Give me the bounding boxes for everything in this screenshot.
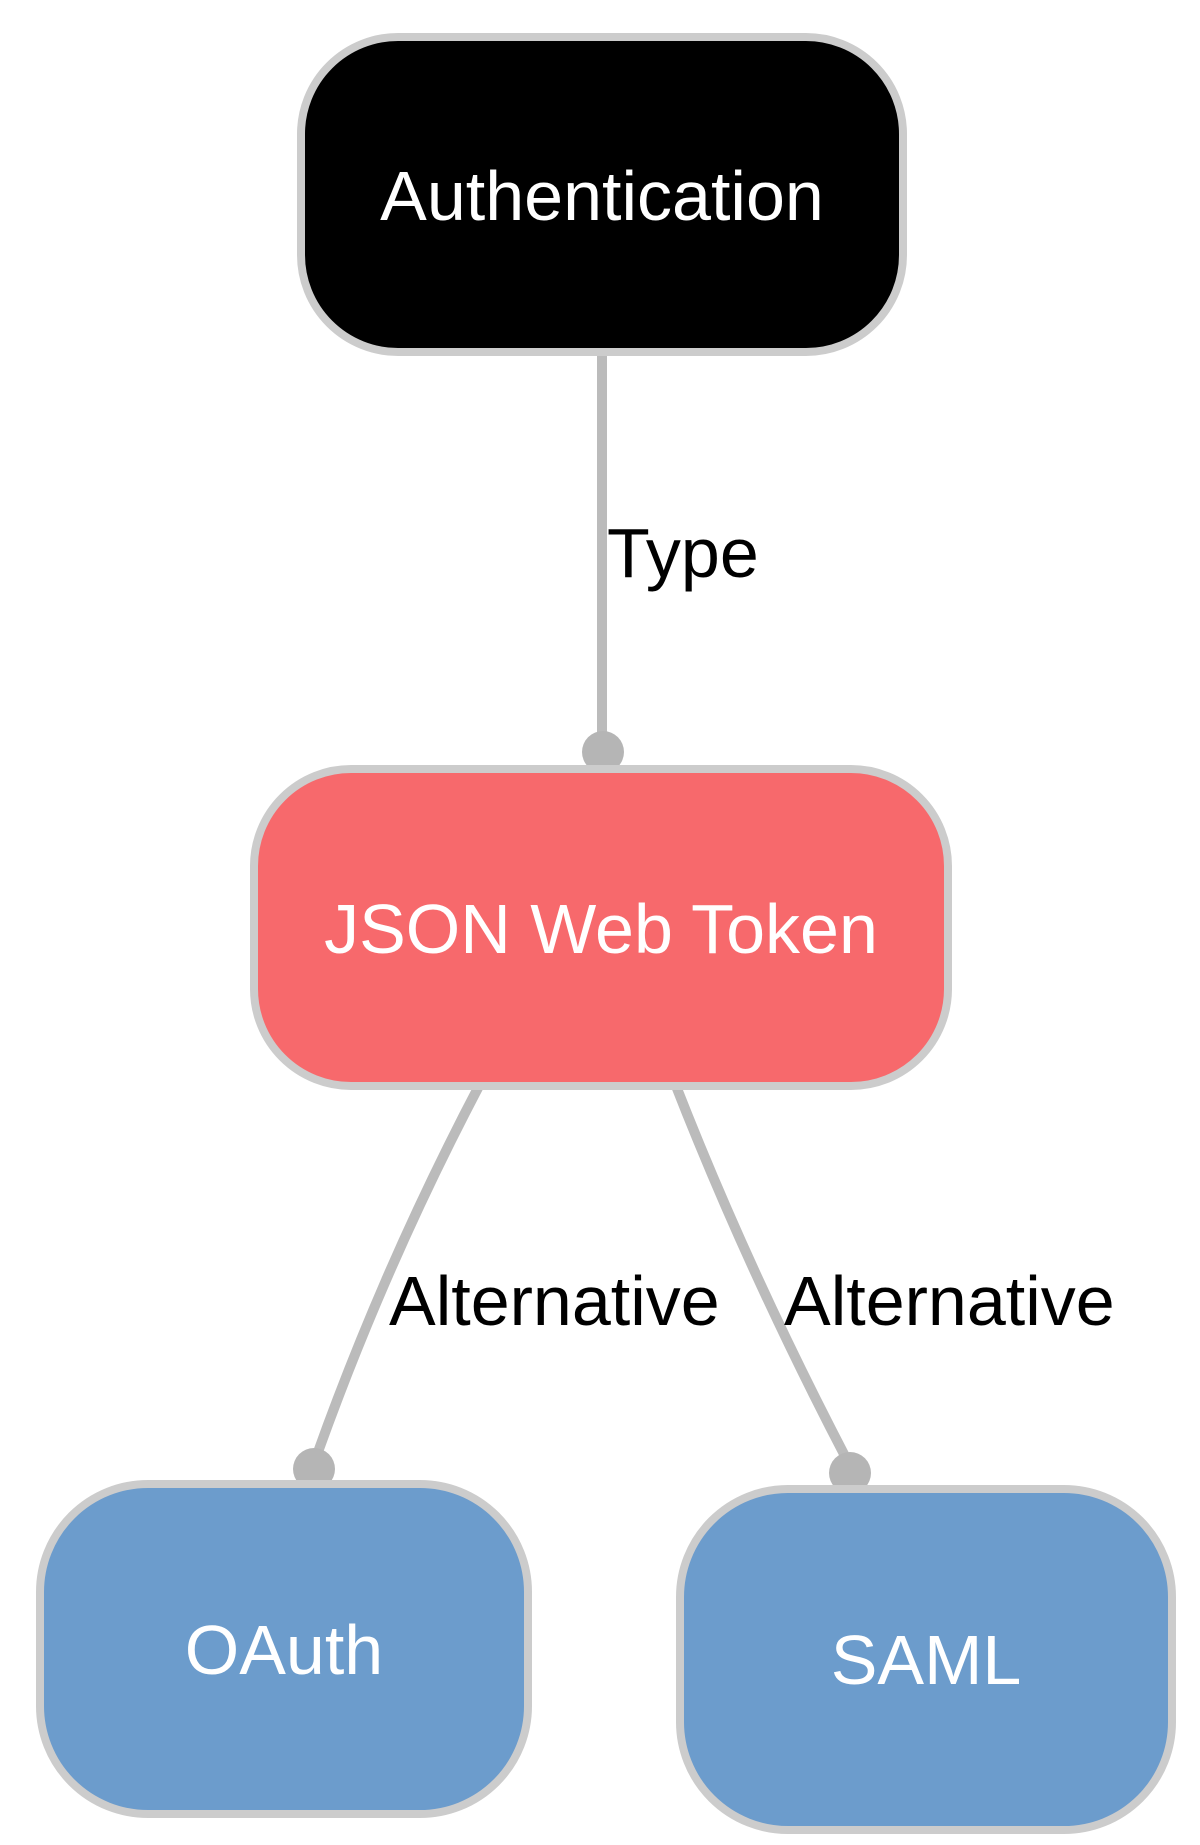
node-label: JSON Web Token: [324, 890, 878, 968]
edge-label-type: Type: [607, 514, 759, 592]
node-authentication[interactable]: Authentication: [297, 33, 907, 356]
edge-authentication-jwt: [582, 352, 624, 773]
edge-line: [313, 1083, 484, 1454]
node-shape[interactable]: [36, 1480, 532, 1818]
node-label: OAuth: [185, 1611, 383, 1689]
edge-jwt-saml: [671, 1084, 871, 1494]
edge-label-alternative-left: Alternative: [389, 1262, 720, 1340]
node-label: Authentication: [380, 157, 824, 235]
node-label: SAML: [831, 1621, 1022, 1699]
edge-jwt-oauth: [293, 1083, 484, 1490]
node-oauth[interactable]: OAuth: [36, 1480, 532, 1818]
edge-endpoint-dot: [829, 1452, 871, 1494]
edge-endpoint-dot: [293, 1448, 335, 1490]
edge-line: [671, 1084, 851, 1461]
node-shape[interactable]: [676, 1485, 1176, 1834]
node-json-web-token[interactable]: JSON Web Token: [250, 765, 952, 1090]
node-saml[interactable]: SAML: [676, 1485, 1176, 1834]
edge-endpoint-dot: [582, 731, 624, 773]
node-shape[interactable]: [250, 765, 952, 1090]
node-shape[interactable]: [297, 33, 907, 356]
edge-label-alternative-right: Alternative: [784, 1262, 1115, 1340]
